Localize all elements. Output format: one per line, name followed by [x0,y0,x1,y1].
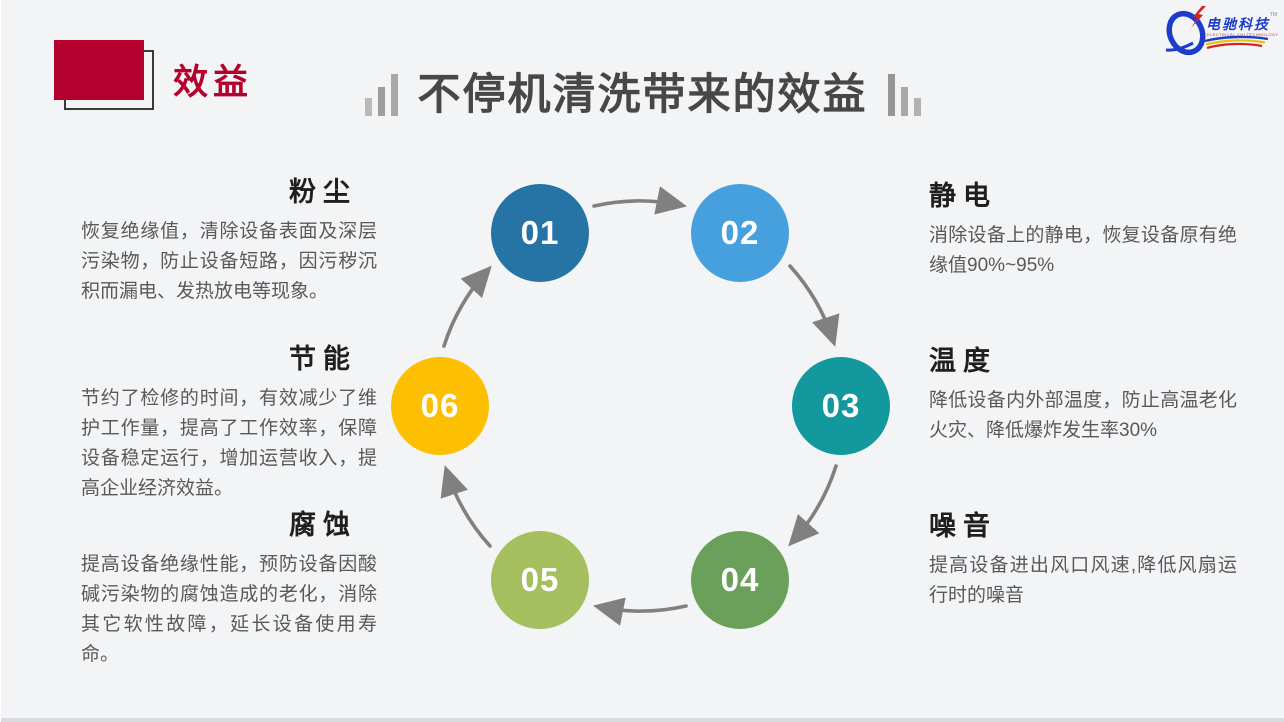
section-badge-square [54,40,144,100]
cycle-step-01: 01 [491,184,589,282]
bar-chart-icon [887,73,921,122]
benefit-title: 静电 [929,181,997,211]
step-number: 03 [821,387,861,424]
cycle-step-04: 04 [691,531,789,629]
arrow-02-03 [788,264,840,347]
logo-tm: TM [1270,12,1277,18]
benefit-dust: 粉尘 恢复绝缘值，清除设备表面及深层污染物，防止设备短路，因污秽沉积而漏电、发热… [81,176,377,307]
company-logo: 电驰科技 TM ELECTRICAL CHI TECHNOLOGY [1164,5,1280,57]
benefit-body: 提高设备绝缘性能，预防设备因酸碱污染物的腐蚀造成的老化，消除其它软性故障，延长设… [81,554,377,666]
benefit-body: 节约了检修的时间，有效减少了维护工作量，提高了工作效率，保障设备稳定运行，增加运… [81,388,377,500]
step-number: 04 [720,561,760,598]
bar-chart-icon [364,73,398,122]
cycle-step-02: 02 [691,184,789,282]
benefit-title: 噪音 [929,511,997,541]
bottom-strip [1,718,1284,722]
benefit-title: 粉尘 [289,177,357,207]
cycle-arrows [440,186,840,626]
arrow-05-06 [440,465,492,548]
cycle-step-03: 03 [792,357,890,455]
logo-subtext: ELECTRICAL CHI TECHNOLOGY [1207,32,1279,37]
slide-title-group: 不停机清洗带来的效益 [1,70,1284,122]
benefit-temperature: 温度 降低设备内外部温度，防止高温老化火灾、降低爆炸发生率30% [929,345,1237,446]
step-number: 02 [720,214,760,251]
benefit-static: 静电 消除设备上的静电，恢复设备原有绝缘值90%~95% [929,180,1237,281]
slide-title: 不停机清洗带来的效益 [417,71,868,119]
step-number: 01 [520,214,560,251]
arrow-06-01 [442,265,492,348]
logo-tail [1165,41,1194,52]
arrow-04-05 [592,597,688,626]
benefit-body: 消除设备上的静电，恢复设备原有绝缘值90%~95% [929,225,1237,277]
benefit-title: 温度 [929,346,997,376]
logo-ribbon-red [1206,42,1263,50]
cycle-step-06: 06 [391,357,489,455]
lightning-icon [1191,6,1206,28]
logo-ribbon-blue [1204,35,1269,43]
step-number: 05 [520,561,560,598]
benefit-energy-saving: 节能 节约了检修的时间，有效减少了维护工作量，提高了工作效率，保障设备稳定运行，… [81,343,377,504]
benefit-body: 提高设备进出风口风速,降低风扇运行时的噪音 [929,555,1237,607]
cycle-step-05: 05 [491,531,589,629]
benefit-noise: 噪音 提高设备进出风口风速,降低风扇运行时的噪音 [929,510,1237,611]
logo-name: 电驰科技 [1206,16,1270,32]
logo-swoosh [1166,10,1206,56]
arrow-01-02 [592,186,688,215]
benefit-title: 腐蚀 [289,510,357,540]
benefit-body: 降低设备内外部温度，防止高温老化火灾、降低爆炸发生率30% [929,390,1237,442]
section-label: 效益 [173,63,254,102]
benefit-body: 恢复绝缘值，清除设备表面及深层污染物，防止设备短路，因污秽沉积而漏电、发热放电等… [81,221,377,303]
benefit-title: 节能 [289,344,357,374]
logo-ribbon-yellow [1205,39,1266,46]
benefit-corrosion: 腐蚀 提高设备绝缘性能，预防设备因酸碱污染物的腐蚀造成的老化，消除其它软性故障，… [81,509,377,670]
arrow-03-04 [788,464,838,547]
step-number: 06 [420,387,460,424]
